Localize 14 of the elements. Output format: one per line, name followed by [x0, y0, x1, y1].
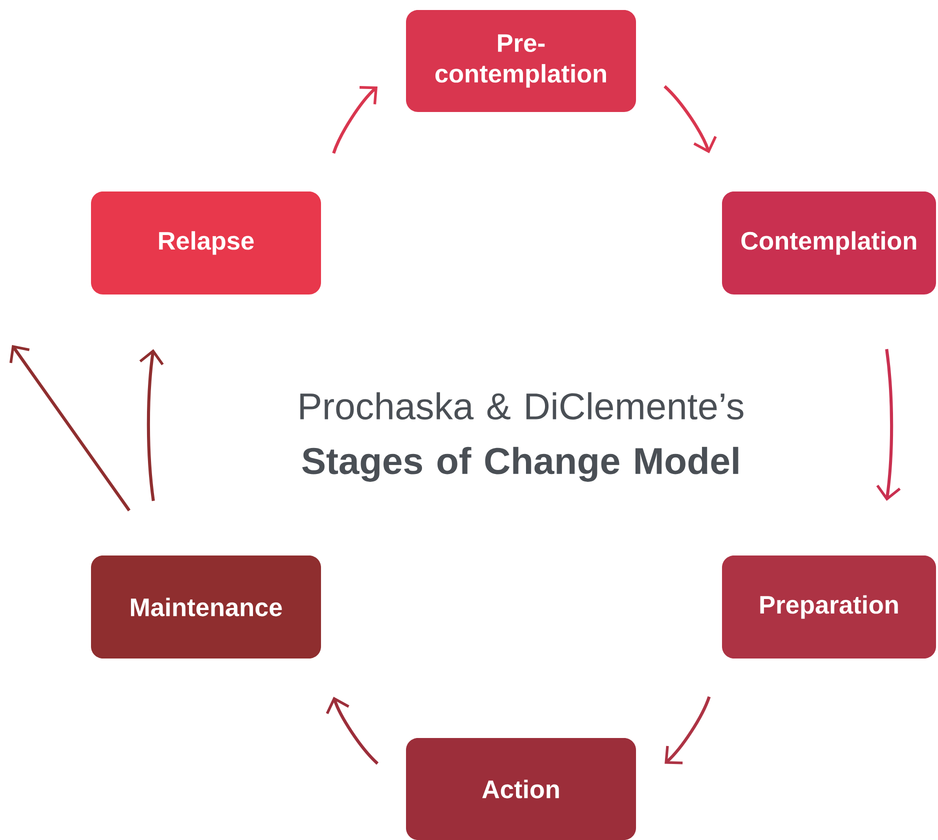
- arrow: [332, 86, 378, 154]
- stage-box: Contemplation: [722, 192, 936, 294]
- arrow: [876, 348, 901, 501]
- arrow: [10, 345, 130, 512]
- stage-box: Relapse: [91, 192, 321, 294]
- stage-box: Maintenance: [91, 556, 321, 658]
- stage-box: Pre-contemplation: [406, 10, 636, 112]
- stage-box: Preparation: [722, 556, 936, 658]
- stage-box: Action: [406, 738, 636, 840]
- title: Prochaska & DiClemente’s Stages of Change Model: [300, 392, 744, 482]
- arrow: [664, 696, 711, 764]
- arrow: [139, 349, 164, 502]
- arrow: [664, 85, 717, 154]
- arrow: [326, 696, 379, 765]
